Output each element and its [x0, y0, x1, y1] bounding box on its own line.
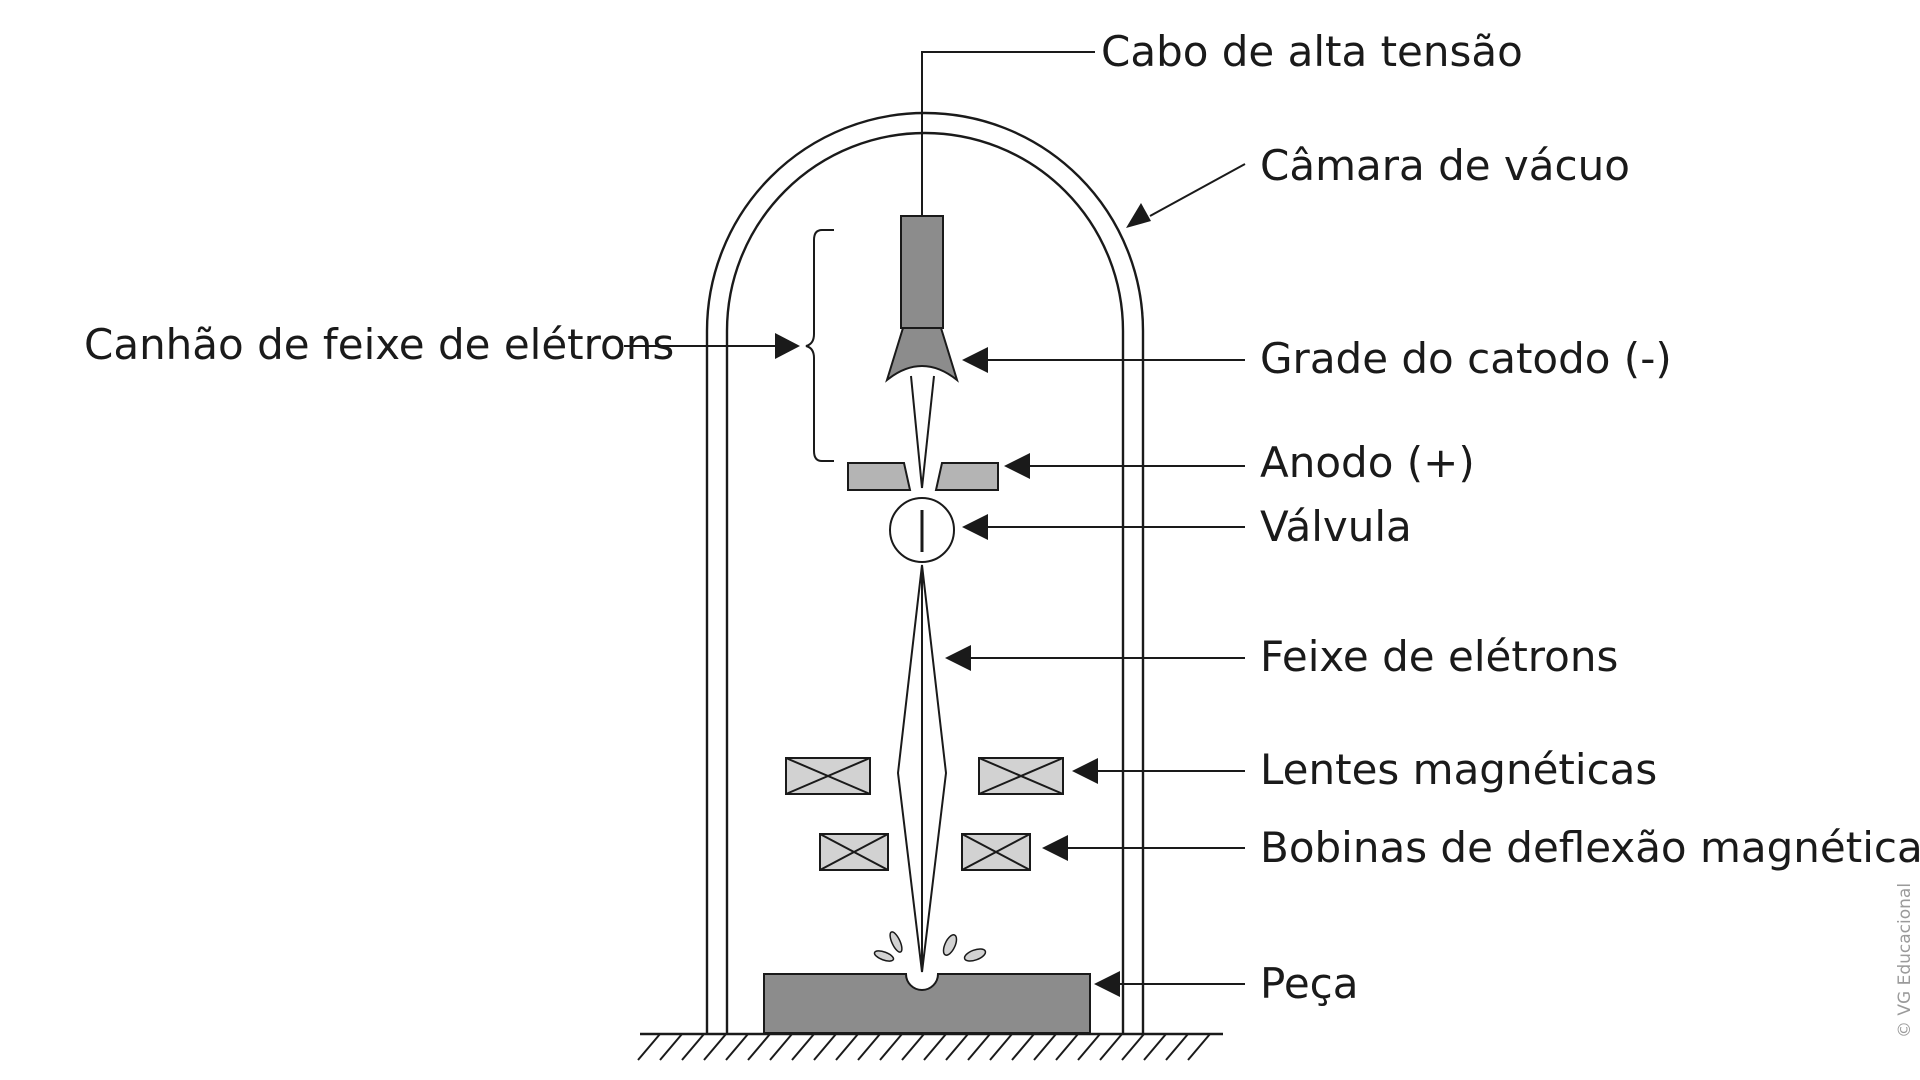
- ground-hatch-line: [681, 1033, 705, 1061]
- ground-hatch-line: [637, 1033, 661, 1061]
- ground-hatch-line: [857, 1033, 881, 1061]
- label-anode: Anodo (+): [1260, 438, 1475, 487]
- ground-hatch-line: [1033, 1033, 1057, 1061]
- ground-hatch-line: [989, 1033, 1013, 1061]
- ground-hatch-line: [1099, 1033, 1123, 1061]
- ground-hatch-line: [835, 1033, 859, 1061]
- label-cable: Cabo de alta tensão: [1101, 27, 1523, 76]
- ground-hatch-line: [879, 1033, 903, 1061]
- anode-arrow: [1004, 453, 1245, 479]
- coils-arrow: [1042, 835, 1245, 861]
- magnetic-lenses: [785, 757, 1064, 795]
- valve-arrow: [962, 514, 1245, 540]
- high-voltage-cable: [921, 51, 1095, 216]
- deflection-coil-right: [961, 833, 1031, 871]
- label-coils: Bobinas de deflexão magnética: [1260, 823, 1920, 872]
- ground-hatch-line: [813, 1033, 837, 1061]
- ground-hatch-line: [1011, 1033, 1035, 1061]
- ground-hatch-line: [901, 1033, 925, 1061]
- ground-hatch-line: [1143, 1033, 1167, 1061]
- ground-hatch-line: [769, 1033, 793, 1061]
- leader-lines: [624, 163, 1246, 997]
- ground-hatch-line: [967, 1033, 991, 1061]
- label-valve: Válvula: [1260, 502, 1412, 551]
- ground-hatch-line: [659, 1033, 683, 1061]
- deflection-coil-left: [819, 833, 889, 871]
- ground-hatch-line: [747, 1033, 771, 1061]
- deflection-coils: [819, 833, 1031, 871]
- valve: [889, 497, 955, 563]
- cathode-grid: [885, 215, 959, 383]
- ground-hatch-line: [1121, 1033, 1145, 1061]
- ground-hatch-line: [725, 1033, 749, 1061]
- label-gun: Canhão de feixe de elétrons: [84, 320, 674, 369]
- beam-arrow: [945, 645, 1245, 671]
- beam-upper: [910, 375, 935, 489]
- label-beam: Feixe de elétrons: [1260, 632, 1618, 681]
- magnetic-lens-right: [978, 757, 1064, 795]
- label-workpiece: Peça: [1260, 959, 1359, 1008]
- spatter: [873, 931, 987, 962]
- ground-hatch-line: [1165, 1033, 1189, 1061]
- label-cathode: Grade do catodo (-): [1260, 334, 1672, 383]
- gun-bracket: [805, 229, 834, 462]
- workpiece-arrow: [1094, 971, 1245, 997]
- ground-hatch-line: [1077, 1033, 1101, 1061]
- ground-hatch-line: [791, 1033, 815, 1061]
- anode: [847, 462, 999, 491]
- lenses-arrow: [1072, 758, 1245, 784]
- electron-beam: [896, 564, 948, 973]
- ground-hatch-line: [923, 1033, 947, 1061]
- ground-hatch-line: [1187, 1033, 1211, 1061]
- ground: [637, 1032, 1223, 1061]
- credit-text: © VG Educacional: [1895, 883, 1915, 1038]
- workpiece: [763, 973, 1091, 1034]
- labels: Cabo de alta tensão Câmara de vácuo Canh…: [84, 27, 1920, 1008]
- cathode-arrow: [962, 347, 1245, 373]
- vacuum-chamber: [705, 111, 1145, 1034]
- ground-hatch-line: [945, 1033, 969, 1061]
- ground-hatch-line: [1055, 1033, 1079, 1061]
- gun-arrow: [624, 333, 800, 359]
- label-chamber: Câmara de vácuo: [1260, 141, 1630, 190]
- ground-hatch-line: [703, 1033, 727, 1061]
- chamber-arrow: [1126, 163, 1246, 228]
- label-lenses: Lentes magnéticas: [1260, 745, 1657, 794]
- magnetic-lens-left: [785, 757, 871, 795]
